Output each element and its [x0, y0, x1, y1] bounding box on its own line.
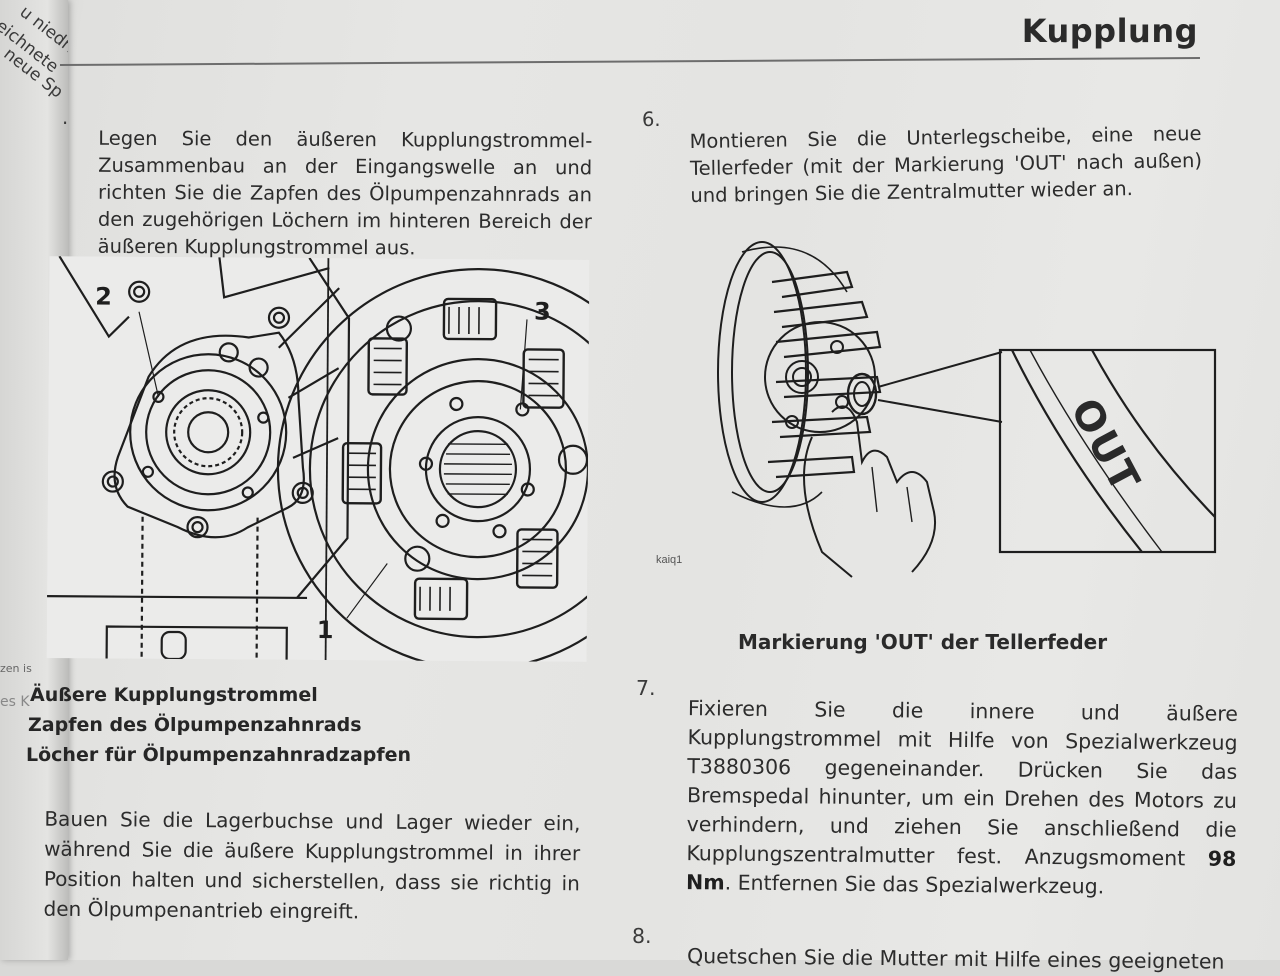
- step-text: Fixieren Sie die innere und äußere Kuppl…: [686, 694, 1238, 903]
- figure-title: Markierung 'OUT' der Tellerfeder: [738, 630, 1108, 654]
- step-number: 7.: [636, 676, 656, 700]
- prev-page-fragment: zen is: [0, 662, 32, 675]
- callout-3: 3: [534, 298, 551, 326]
- legend-item-3: Löcher für Ölpumpenzahnradzapfen: [26, 744, 412, 766]
- figure-legend: Äußere Kupplungstrommel Zapfen des Ölpum…: [26, 680, 411, 770]
- legend-item-1: Äußere Kupplungstrommel: [30, 684, 318, 706]
- header-rule: [59, 57, 1200, 66]
- callout-1: 1: [317, 616, 334, 644]
- callout-2: 2: [95, 282, 112, 310]
- step-text-part: . Entfernen Sie das Spezialwerkzeug.: [724, 870, 1105, 898]
- step-text-part: Fixieren Sie die innere und äußere Kuppl…: [686, 695, 1239, 870]
- figure-code: kaiq1: [656, 554, 683, 566]
- body-paragraph: Bauen Sie die Lagerbuchse und Lager wied…: [43, 806, 581, 924]
- chapter-title: Kupplung: [1021, 12, 1198, 50]
- step-number: 8.: [632, 924, 652, 948]
- diaphragm-spring-illustration: OUT: [717, 241, 1217, 578]
- legend-item-2: Zapfen des Ölpumpenzahnrads: [28, 714, 362, 736]
- step-text: Quetschen Sie die Mutter mit Hilfe eines…: [686, 943, 1225, 974]
- step-number: .: [62, 106, 69, 129]
- clutch-drum-illustration: 2 3 1: [46, 256, 590, 662]
- out-marking-label: OUT: [1061, 391, 1148, 501]
- step-number: 6.: [642, 108, 661, 131]
- step-text: Montieren Sie die Unterlegscheibe, eine …: [689, 121, 1203, 207]
- prev-page-fragment: es K: [0, 694, 30, 710]
- step-text: Legen Sie den äußeren Kupplungstrommel-Z…: [97, 126, 593, 259]
